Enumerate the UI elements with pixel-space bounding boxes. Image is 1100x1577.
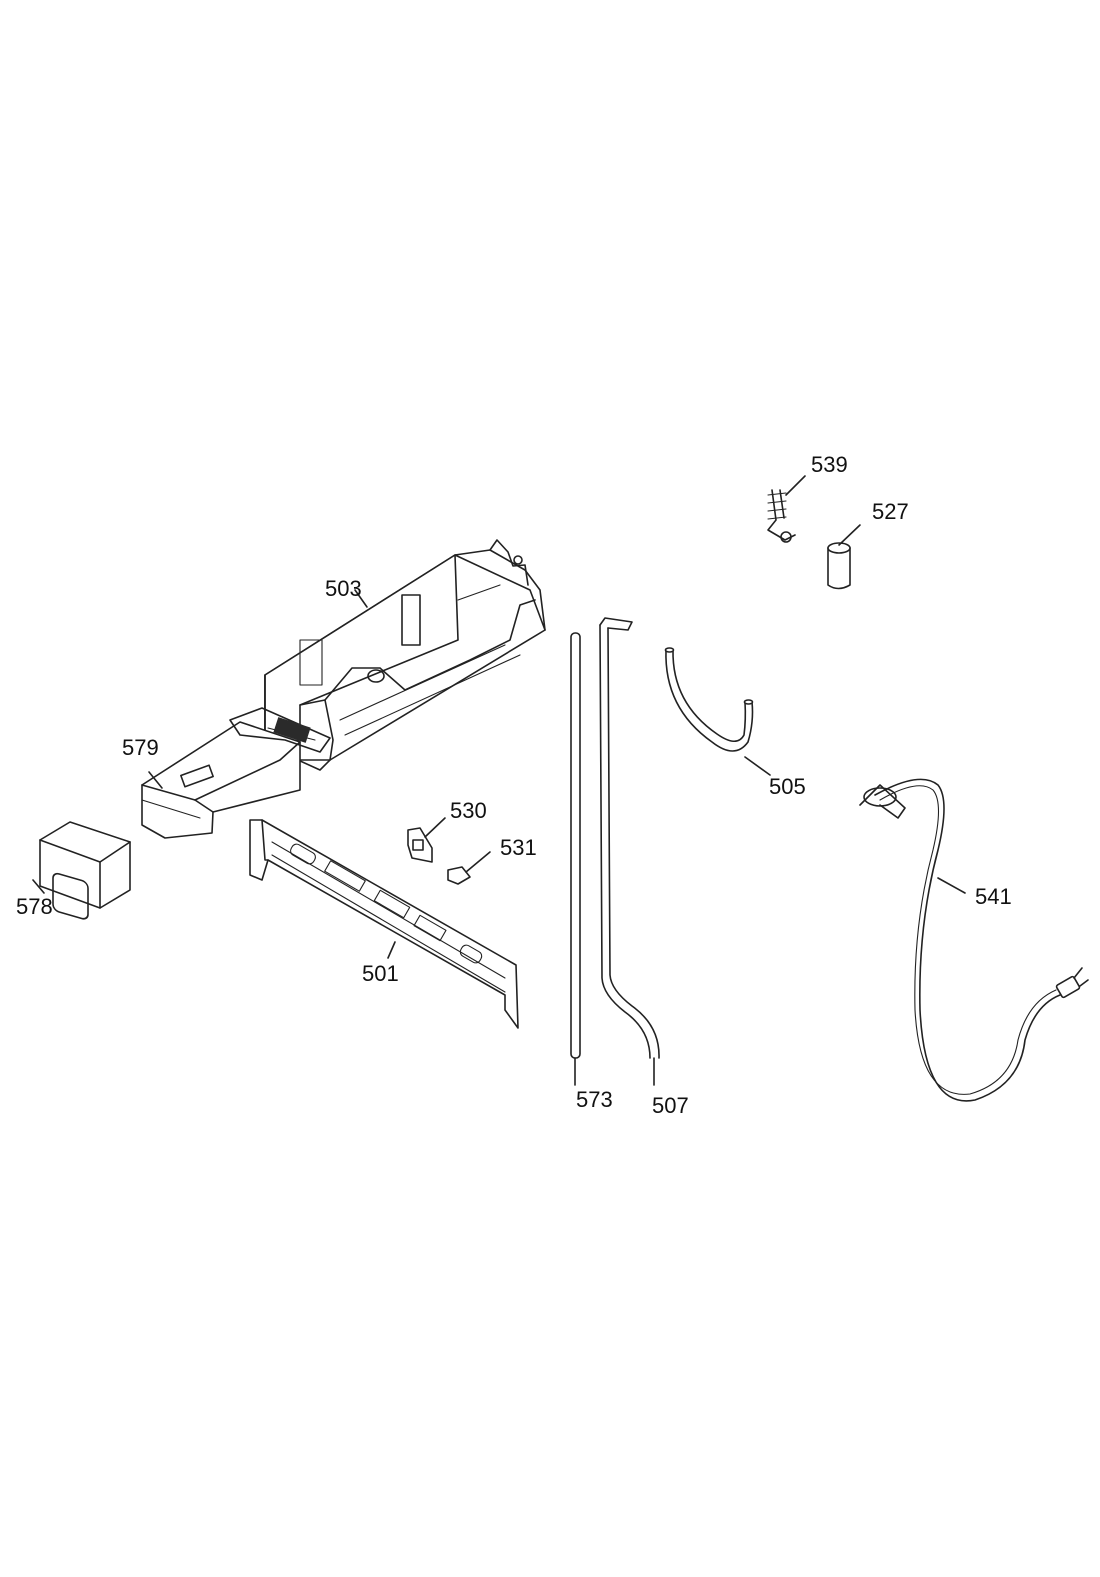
- part-number-label: 505: [769, 774, 806, 799]
- part-number-label: 578: [16, 894, 53, 919]
- bent-hose-icon: [599, 617, 660, 1086]
- curved-hose-icon: [664, 647, 771, 776]
- part-number-label: 541: [975, 884, 1012, 909]
- detergent-drawer-icon: [141, 707, 331, 839]
- part-number-label: 579: [122, 735, 159, 760]
- capacitor-icon: [827, 524, 861, 590]
- part-number-label: 503: [325, 576, 362, 601]
- drawer-handle-frame-icon: [32, 821, 131, 920]
- part-number-label: 530: [450, 798, 487, 823]
- part-number-label: 573: [576, 1087, 613, 1112]
- switch-bracket-icon: [407, 817, 446, 863]
- control-panel-bracket-icon: [249, 819, 519, 1029]
- part-number-label: 527: [872, 499, 909, 524]
- cable-clamp-icon: [767, 475, 806, 543]
- part-number-label: 539: [811, 452, 848, 477]
- part-number-label: 531: [500, 835, 537, 860]
- part-number-label: 507: [652, 1093, 689, 1118]
- power-cord-plug-icon: [859, 778, 1089, 1102]
- part-number-label: 501: [362, 961, 399, 986]
- small-switch-icon: [447, 851, 491, 885]
- straight-tube-icon: [570, 632, 581, 1086]
